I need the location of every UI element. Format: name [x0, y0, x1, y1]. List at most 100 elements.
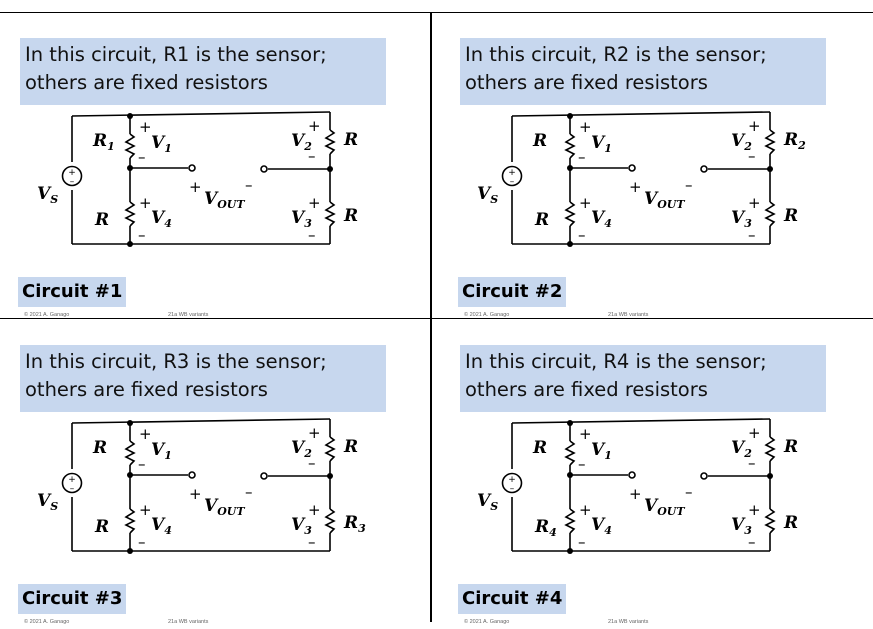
- v2-plus: +: [308, 117, 321, 135]
- circuit-wires: [501, 418, 776, 552]
- v3-minus: –: [748, 226, 756, 244]
- v1-plus: +: [579, 425, 592, 443]
- resistor-r3-zigzag: [324, 201, 336, 227]
- vout-terminal-minus: [260, 472, 268, 480]
- v3-minus: –: [748, 533, 756, 551]
- resistor-r1-zigzag: [564, 133, 576, 159]
- v3-label: V3: [731, 208, 752, 230]
- v1-minus: –: [138, 455, 146, 473]
- v3-minus: –: [308, 226, 316, 244]
- footer-deck-name: 21a WB variants: [168, 619, 209, 625]
- source-minus-sign: –: [70, 484, 75, 494]
- vout-label: VOUT: [204, 496, 245, 518]
- junction-dots: [567, 420, 773, 554]
- vout-plus: +: [629, 485, 642, 503]
- v3-plus: +: [748, 194, 761, 212]
- footer-deck-name: 21a WB variants: [168, 312, 209, 318]
- circuit-diagram: + – R R R2 R VS V1 V4 V2 V3 VOUT + – + –…: [477, 111, 806, 247]
- v1-label: V1: [591, 440, 612, 462]
- circuit-slide-1: In this circuit, R1 is the sensor; other…: [0, 12, 436, 322]
- v2-minus: –: [308, 147, 316, 165]
- resistor-r3-zigzag: [764, 508, 776, 534]
- v3-label: V3: [291, 515, 312, 537]
- voltage-source-circle: [501, 472, 523, 494]
- source-plus-sign: +: [508, 168, 516, 178]
- header-text: In this circuit, R2 is the sensor; other…: [465, 43, 767, 94]
- header-text: In this circuit, R3 is the sensor; other…: [25, 350, 327, 401]
- v1-label: V1: [151, 440, 172, 462]
- vout-minus: –: [245, 483, 253, 501]
- footer-copyright: © 2021 A. Ganago: [24, 312, 70, 318]
- vout-terminal-plus: [188, 471, 196, 479]
- vout-terminal-plus: [188, 164, 196, 172]
- vout-label: VOUT: [644, 496, 685, 518]
- resistor-r1-zigzag: [564, 440, 576, 466]
- header-box: In this circuit, R4 is the sensor; other…: [460, 345, 826, 412]
- circuit-diagram: + – R1 R R R VS V1 V4 V2 V3 VOUT + – + –…: [37, 111, 358, 247]
- v4-label: V4: [591, 515, 612, 537]
- source-minus-sign: –: [510, 484, 515, 494]
- resistor-r2-zigzag: [324, 436, 336, 462]
- source-plus-sign: +: [68, 168, 76, 178]
- v3-label: V3: [731, 515, 752, 537]
- circuit-label: Circuit #2: [458, 277, 567, 307]
- footer-copyright: © 2021 A. Ganago: [464, 619, 510, 625]
- v2-label: V2: [291, 438, 312, 460]
- circuit-label: Circuit #4: [458, 584, 567, 614]
- v2-label: V2: [731, 131, 752, 153]
- v4-plus: +: [139, 501, 152, 519]
- source-plus-sign: +: [68, 475, 76, 485]
- source-plus-sign: +: [508, 475, 516, 485]
- resistor-r4-label: R: [94, 210, 109, 230]
- resistor-r3-label: R: [783, 206, 798, 226]
- circuit-label: Circuit #1: [18, 277, 127, 307]
- vs-label: VS: [37, 184, 58, 206]
- v4-minus: –: [578, 226, 586, 244]
- vout-plus: +: [629, 178, 642, 196]
- v3-minus: –: [308, 533, 316, 551]
- footer-deck-name: 21a WB variants: [608, 312, 649, 318]
- grid-top-line: [0, 12, 873, 13]
- v3-plus: +: [308, 194, 321, 212]
- v4-label: V4: [151, 515, 172, 537]
- resistor-r3-zigzag: [764, 201, 776, 227]
- v1-plus: +: [139, 425, 152, 443]
- resistor-r1-label: R: [92, 438, 107, 458]
- v3-label: V3: [291, 208, 312, 230]
- circuit-diagram: + – R R4 R R VS V1 V4 V2 V3 VOUT + – + –…: [477, 418, 798, 554]
- v2-minus: –: [748, 454, 756, 472]
- circuit-wires: [61, 418, 336, 552]
- vs-label: VS: [477, 184, 498, 206]
- resistor-r2-zigzag: [764, 129, 776, 155]
- header-text: In this circuit, R1 is the sensor; other…: [25, 43, 327, 94]
- circuit-slide-4: In this circuit, R4 is the sensor; other…: [440, 319, 873, 629]
- resistor-r1-label: R1: [92, 131, 115, 153]
- v1-plus: +: [579, 118, 592, 136]
- resistor-r2-zigzag: [764, 436, 776, 462]
- v3-plus: +: [308, 501, 321, 519]
- circuit-diagram: + – R R R R3 VS V1 V4 V2 V3 VOUT + – + –…: [37, 418, 366, 554]
- vout-label: VOUT: [644, 189, 685, 211]
- v4-label: V4: [151, 208, 172, 230]
- source-minus-sign: –: [70, 177, 75, 187]
- vout-plus: +: [189, 178, 202, 196]
- vout-terminal-minus: [700, 472, 708, 480]
- v1-label: V1: [591, 133, 612, 155]
- circuit-slide-3: In this circuit, R3 is the sensor; other…: [0, 319, 436, 629]
- circuit-label: Circuit #3: [18, 584, 127, 614]
- circuit-slide-2: In this circuit, R2 is the sensor; other…: [440, 12, 873, 322]
- v4-plus: +: [579, 194, 592, 212]
- resistor-r3-label: R: [343, 206, 358, 226]
- resistor-r4-zigzag: [564, 508, 576, 534]
- vout-terminal-plus: [628, 164, 636, 172]
- v4-minus: –: [578, 533, 586, 551]
- resistor-r1-label: R: [532, 438, 547, 458]
- junction-dots: [127, 420, 333, 554]
- resistor-r2-label: R: [343, 437, 358, 457]
- v4-plus: +: [579, 501, 592, 519]
- vout-terminal-minus: [260, 165, 268, 173]
- vs-label: VS: [37, 491, 58, 513]
- v1-minus: –: [578, 148, 586, 166]
- resistor-r4-label: R4: [534, 517, 557, 539]
- header-box: In this circuit, R1 is the sensor; other…: [20, 38, 386, 105]
